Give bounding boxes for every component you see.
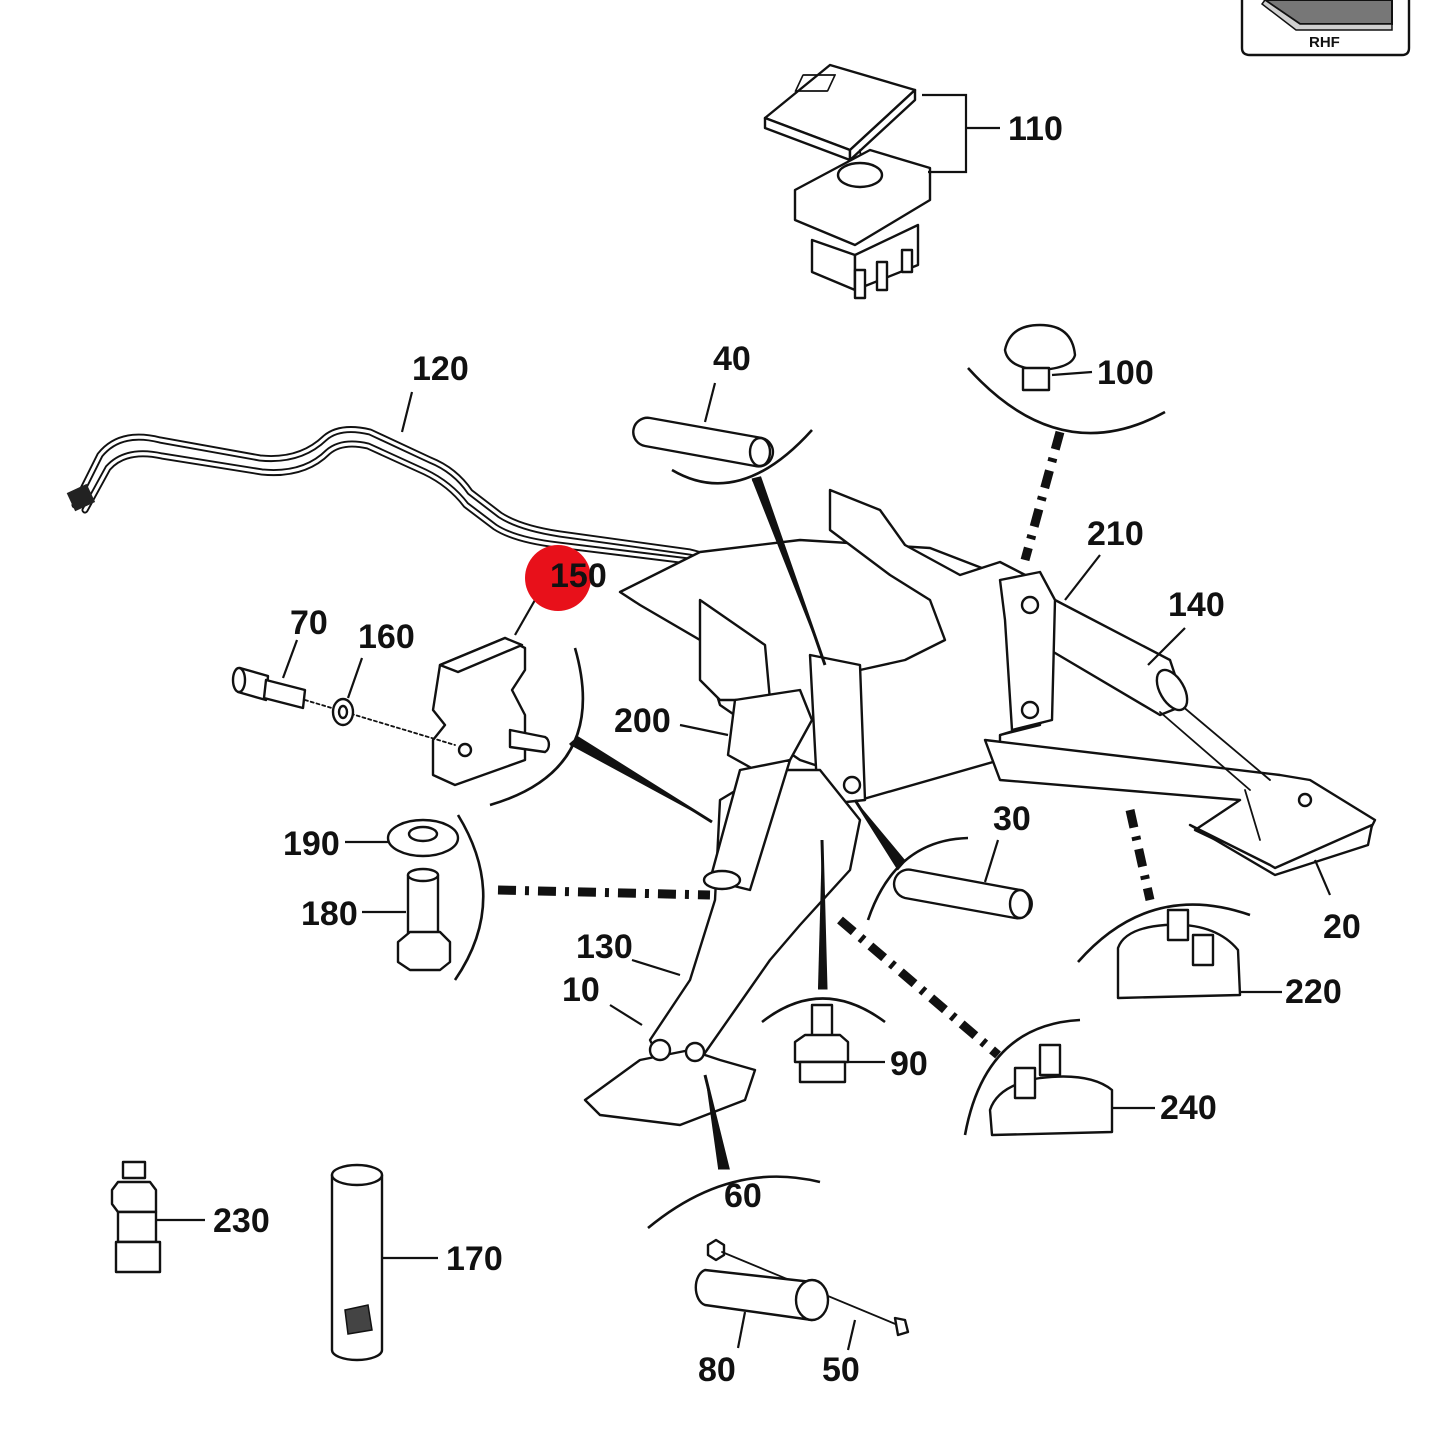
leader-140 (1147, 627, 1186, 666)
leader-200 (679, 723, 729, 737)
callout-dash-220 (1125, 809, 1155, 901)
detail-arc-40 (671, 429, 813, 485)
label-150[interactable]: 150 (550, 557, 607, 595)
orientation-badge: RHF (1240, 0, 1411, 57)
detail-arc-150 (489, 647, 585, 807)
label-40[interactable]: 40 (713, 340, 751, 378)
leader-80 (736, 1311, 747, 1349)
label-50[interactable]: 50 (822, 1351, 860, 1389)
detail-arc-60 (647, 1175, 821, 1230)
detail-arc-220 (1077, 903, 1251, 963)
callout-wedge-40 (751, 476, 827, 666)
bolt-70-icon (231, 666, 456, 746)
pin-30-icon (892, 868, 1033, 920)
label-140[interactable]: 140 (1168, 586, 1225, 624)
callout-dash-100 (1020, 430, 1065, 562)
plug-100-icon (1003, 323, 1077, 392)
label-200[interactable]: 200 (614, 702, 671, 740)
leader-40 (703, 382, 717, 423)
label-110[interactable]: 110 (1008, 110, 1063, 148)
pin-40-icon (632, 416, 775, 468)
leader-160 (346, 657, 364, 699)
label-210[interactable]: 210 (1087, 515, 1144, 553)
label-90[interactable]: 90 (890, 1045, 928, 1083)
label-160[interactable]: 160 (358, 618, 415, 656)
detail-arc-90 (761, 997, 886, 1024)
leader-70 (281, 639, 299, 679)
mount-240-icon (988, 1043, 1114, 1137)
detail-arc-30 (866, 836, 969, 921)
leader-110 (922, 93, 1000, 174)
leader-30 (983, 839, 1000, 883)
leader-50 (846, 1319, 857, 1351)
label-20[interactable]: 20 (1323, 908, 1361, 946)
leader-120 (400, 391, 414, 433)
label-120[interactable]: 120 (412, 350, 469, 388)
label-230[interactable]: 230 (213, 1202, 270, 1240)
pressure-sensor-230-icon (110, 1160, 162, 1274)
callout-wedge-30 (853, 799, 907, 871)
label-100[interactable]: 100 (1097, 354, 1154, 392)
mount-220-icon (1116, 908, 1242, 1000)
grease-nipple-90-icon (793, 1003, 850, 1084)
detail-arc-100 (967, 367, 1166, 435)
label-180[interactable]: 180 (301, 895, 358, 933)
main-frame-icon (583, 488, 1377, 1127)
label-10[interactable]: 10 (562, 971, 600, 1009)
label-80[interactable]: 80 (698, 1351, 736, 1389)
callout-dash-240 (837, 916, 1001, 1059)
leader-100 (1051, 370, 1093, 377)
callout-dash-190 (497, 885, 711, 900)
bracket-plate-150-icon (431, 636, 551, 787)
leader-20 (1313, 859, 1332, 896)
tube-170-icon (330, 1163, 384, 1362)
label-190[interactable]: 190 (283, 825, 340, 863)
label-60[interactable]: 60 (724, 1177, 762, 1215)
label-130[interactable]: 130 (576, 928, 633, 966)
bolt-180-icon (396, 867, 452, 972)
leader-150 (514, 599, 536, 636)
leader-130 (631, 958, 681, 977)
label-240[interactable]: 240 (1160, 1089, 1217, 1127)
leader-10 (609, 1004, 643, 1026)
label-30[interactable]: 30 (993, 800, 1031, 838)
label-70[interactable]: 70 (290, 604, 328, 642)
leader-210 (1064, 554, 1101, 601)
washer-190-icon (386, 818, 460, 858)
detail-arc-190 (453, 814, 485, 981)
callout-wedge-150 (569, 736, 713, 824)
callout-wedge-60 (703, 1074, 730, 1170)
pin-assembly-icon (694, 1238, 910, 1337)
label-220[interactable]: 220 (1285, 973, 1342, 1011)
washer-160-icon (331, 697, 355, 727)
highlight-marker (525, 545, 591, 611)
orientation-badge-label: RHF (1309, 34, 1340, 51)
rocker-switch-icon (763, 63, 932, 300)
callout-wedge-90 (818, 839, 828, 990)
label-170[interactable]: 170 (446, 1240, 503, 1278)
detail-arc-240 (963, 1018, 1081, 1136)
